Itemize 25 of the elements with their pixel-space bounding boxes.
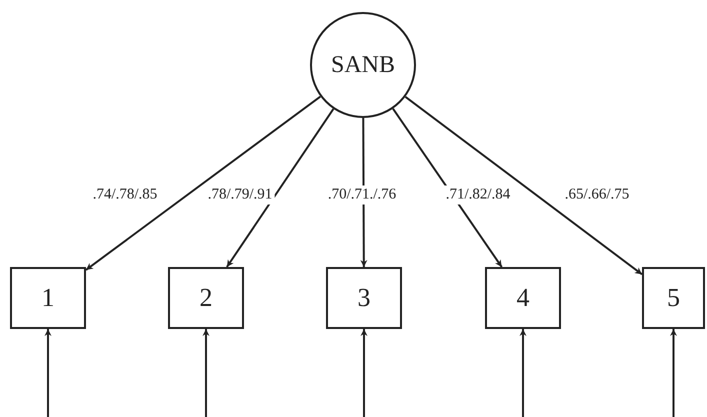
node-label: 4	[516, 283, 530, 313]
node-label: 5	[667, 283, 680, 313]
error-arrow	[202, 329, 210, 417]
node-label: 3	[358, 283, 370, 313]
error-arrow	[360, 329, 368, 417]
loading-arrow	[404, 96, 643, 276]
error-arrow	[670, 329, 677, 417]
edge-label: .71/.82/.84	[444, 186, 512, 204]
loading-arrow	[85, 96, 321, 271]
loading-arrow	[392, 108, 503, 268]
indicator-box	[10, 267, 86, 329]
latent-variable-circle	[310, 12, 416, 118]
edge-label: .78/.79/.91	[206, 186, 274, 204]
node-label: 2	[200, 283, 212, 313]
indicator-box	[485, 267, 561, 329]
loading-arrow	[226, 108, 334, 268]
error-arrow	[44, 329, 52, 417]
indicator-box	[168, 267, 244, 329]
error-arrow	[520, 329, 526, 417]
node-label: 1	[42, 283, 54, 313]
indicator-box	[642, 267, 705, 329]
node-label: SANB	[330, 52, 396, 78]
indicator-box	[326, 267, 402, 329]
edge-label: .70/.71./.76	[326, 186, 398, 204]
loading-arrow	[360, 118, 368, 267]
